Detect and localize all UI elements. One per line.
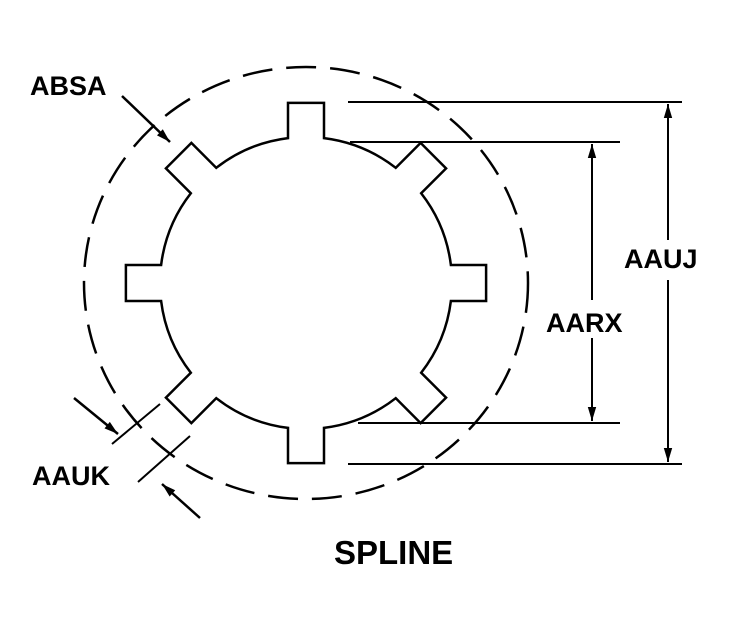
outer-dashed-circle [82, 65, 530, 501]
aauk-arrow-upper [73, 397, 119, 435]
leader-arrow-absa [121, 95, 171, 143]
label-absa: ABSA [30, 71, 107, 101]
label-aauj: AAUJ [624, 244, 698, 274]
diagram-title: SPLINE [334, 534, 453, 571]
spline-profile [124, 101, 488, 465]
label-aarx: AARX [546, 308, 623, 338]
aauk-extension-line-outer [137, 435, 191, 483]
label-aauk: AAUK [32, 461, 110, 491]
aauk-extension-line-inner [111, 403, 161, 445]
aauk-arrow-lower [161, 483, 201, 519]
